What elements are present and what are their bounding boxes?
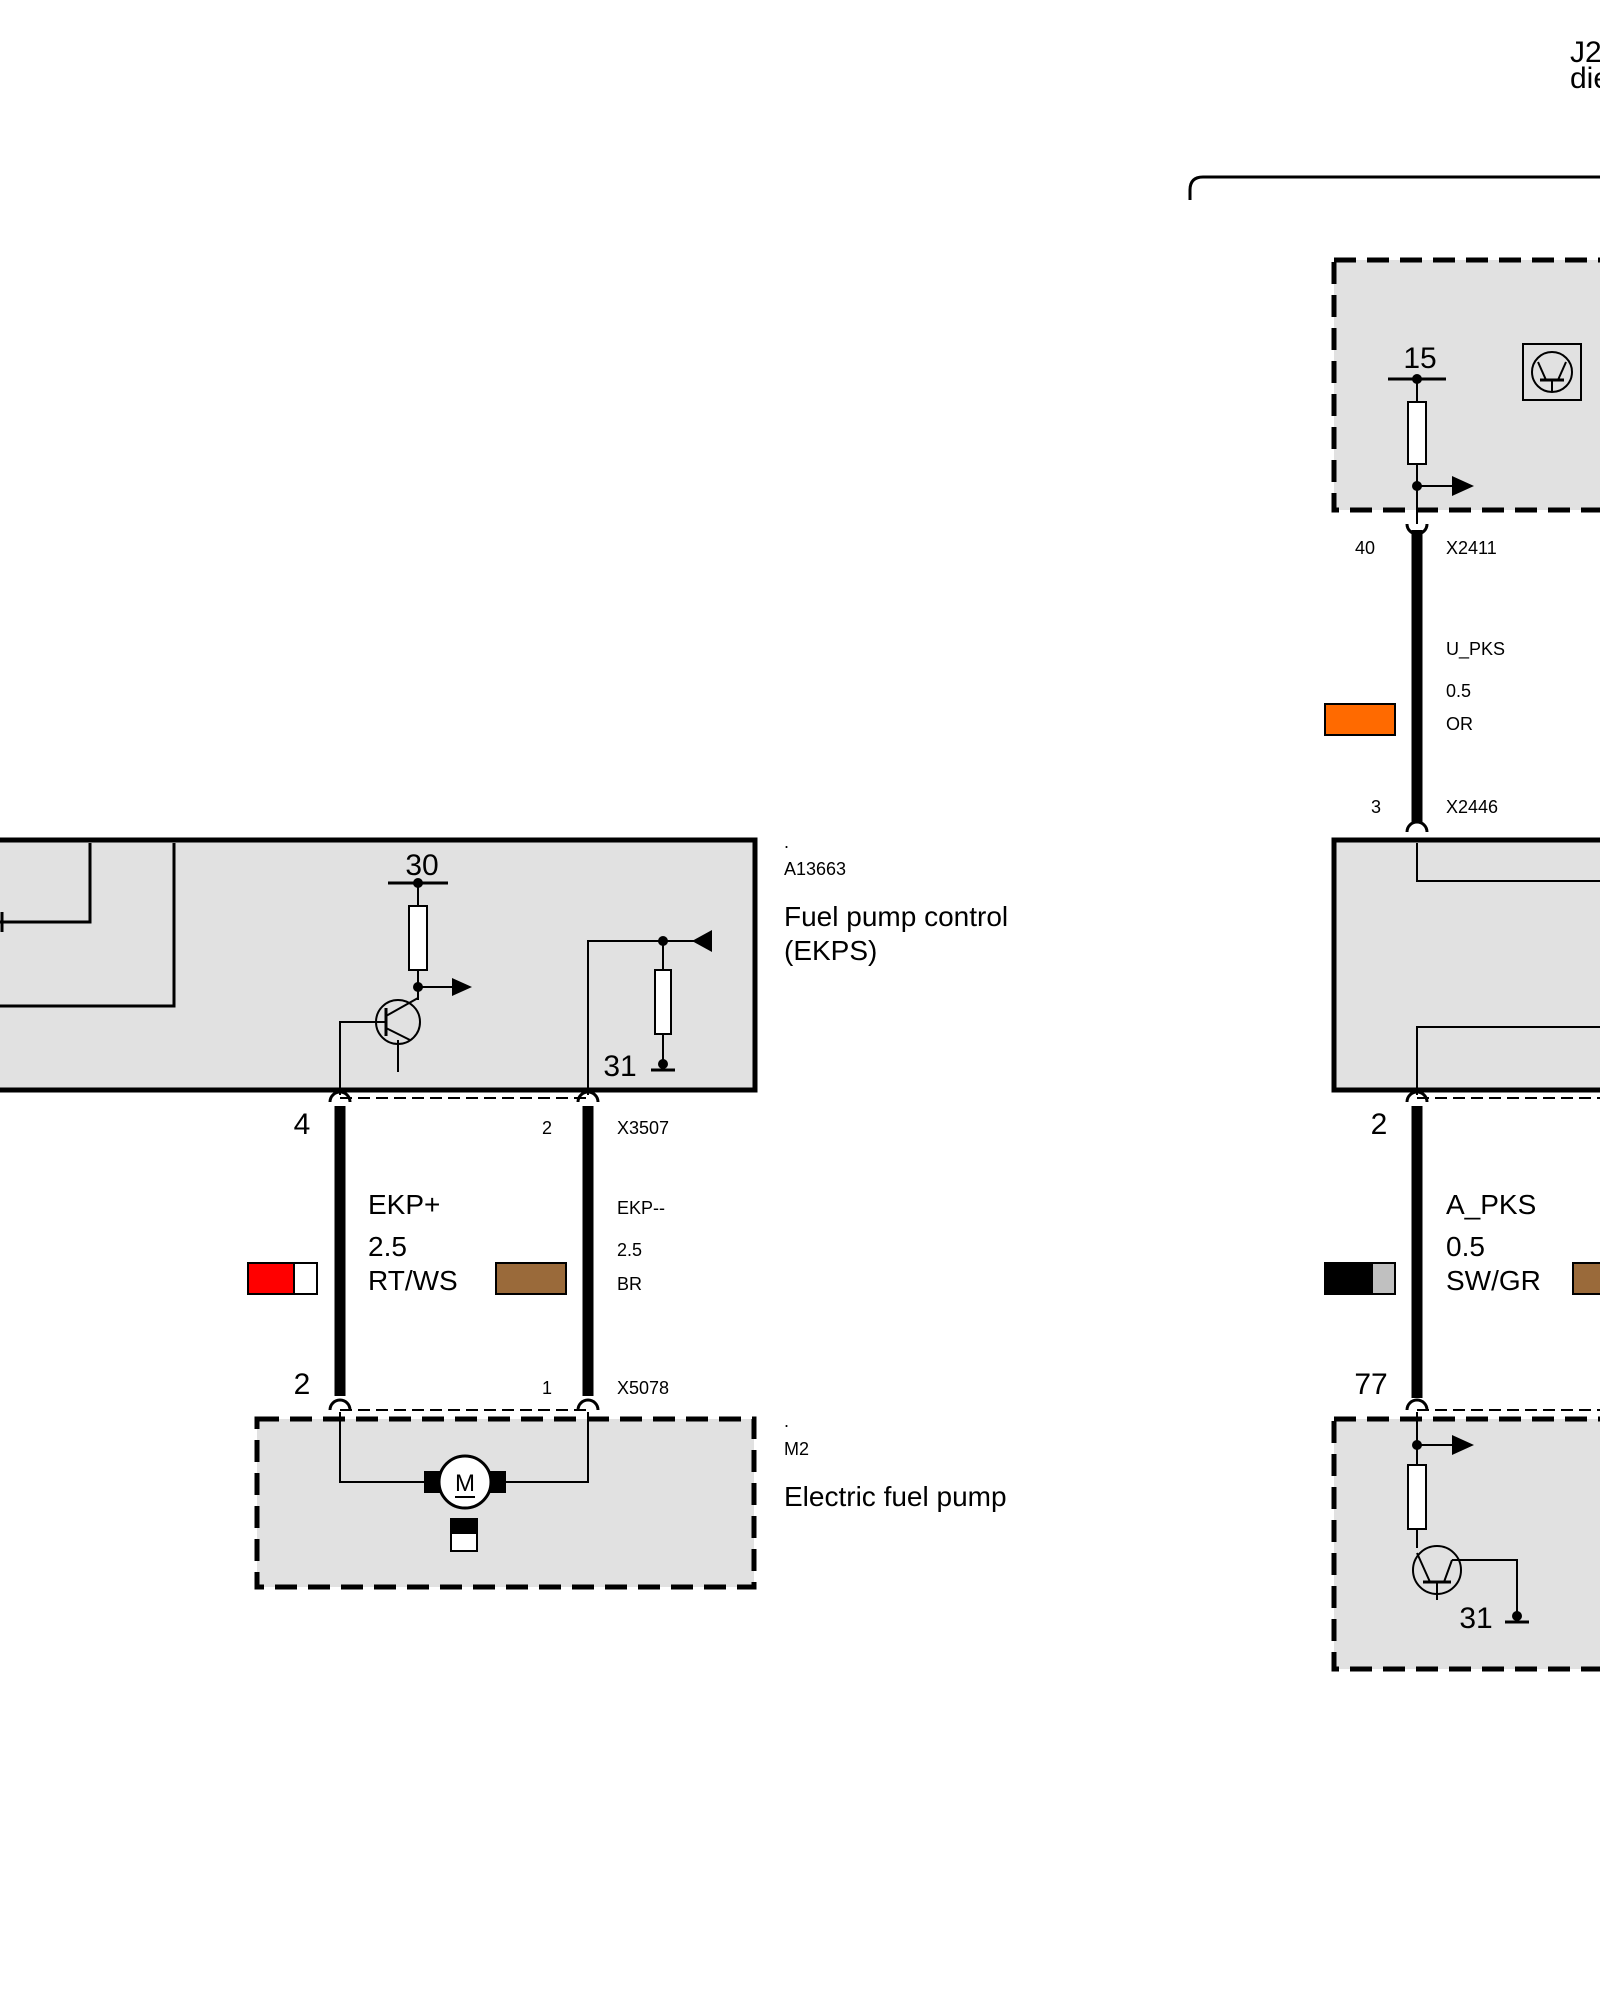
component-dot: . (784, 832, 789, 852)
pin-2-label: 2 (1371, 1108, 1388, 1141)
color-swatch-gr (1371, 1262, 1396, 1295)
ground-trace (1452, 1559, 1518, 1616)
component-code-a13663: A13663 (784, 859, 846, 879)
connector-id-x2446: X2446 (1446, 797, 1498, 817)
right-bottom-module-box (1331, 1416, 1600, 1672)
signal-arrow-in-icon (692, 930, 712, 952)
component-name-line1: Fuel pump control (784, 901, 1008, 932)
wire-color: BR (617, 1274, 642, 1294)
pin-3-label: 3 (1371, 797, 1381, 817)
component-code-m2: M2 (784, 1439, 809, 1459)
motor-terminal (424, 1471, 440, 1493)
fuel-pump-control-box (0, 837, 758, 1093)
component-name: Electric fuel pump (784, 1481, 1007, 1512)
right-middle-module-box (1331, 837, 1600, 1093)
color-swatch-rt (247, 1262, 295, 1295)
internal-trace-1 (0, 843, 92, 924)
wire-color: SW/GR (1446, 1265, 1541, 1296)
color-swatch-ws (293, 1262, 318, 1295)
transistor-leg (1416, 1552, 1431, 1583)
motor-terminal (490, 1471, 506, 1493)
wire-size: 2.5 (368, 1231, 407, 1262)
pin-arc (1405, 1090, 1429, 1103)
transistor-emitter (385, 1027, 411, 1041)
component-name-line2: (EKPS) (784, 935, 877, 966)
wire-color: OR (1446, 714, 1473, 734)
wire-size: 0.5 (1446, 681, 1471, 701)
terminal-15-label: 15 (1403, 342, 1436, 375)
transistor-leg (1443, 1559, 1453, 1583)
wire-size: 2.5 (617, 1240, 642, 1260)
motor-icon (437, 1454, 493, 1510)
pin-arc (576, 1090, 600, 1103)
bracket-line (1188, 175, 1600, 200)
pin-2-label: 2 (294, 1368, 311, 1401)
corner-label-line1: J2 (1570, 36, 1600, 69)
resistor-3 (1407, 401, 1427, 465)
color-swatch-partial (1572, 1262, 1600, 1295)
resistor-2 (654, 969, 672, 1035)
right-top-module-box (1331, 257, 1600, 513)
pin-arc (576, 1398, 600, 1411)
connector-id-x5078: X5078 (617, 1378, 669, 1398)
pin-arc (328, 1398, 352, 1411)
pin-77-label: 77 (1354, 1368, 1387, 1401)
pump-trace (504, 1412, 589, 1483)
signal-arrow-icon (1452, 476, 1474, 496)
transistor-leg (1557, 361, 1567, 381)
color-swatch-or (1324, 703, 1396, 736)
wire-signal-a-pks: A_PKS (1446, 1189, 1536, 1220)
pin-arc (1405, 1398, 1429, 1411)
terminal-31-label: 31 (1459, 1602, 1492, 1635)
node-dot (413, 878, 423, 888)
wire-signal-u-pks: U_PKS (1446, 639, 1505, 660)
internal-trace-2 (0, 843, 176, 1008)
ground-dot (658, 1059, 668, 1069)
signal-arrow-icon (1452, 1435, 1474, 1455)
wire-signal-ekp-plus: EKP+ (368, 1189, 440, 1220)
fuel-tank-fill (451, 1519, 477, 1534)
pin-40-label: 40 (1355, 538, 1375, 558)
resistor-4 (1407, 1464, 1427, 1530)
internal-trace (1416, 843, 1600, 882)
pin-arc (1405, 820, 1429, 833)
connector-id-x3507: X3507 (617, 1118, 669, 1138)
transistor-to-pin4 (339, 1021, 386, 1095)
pump-trace (339, 1412, 424, 1483)
wire-signal-ekp-minus: EKP-- (617, 1198, 665, 1218)
color-swatch-sw (1324, 1262, 1373, 1295)
pin-2-label: 2 (542, 1118, 552, 1138)
component-dot: . (784, 1411, 789, 1431)
corner-label-line2: die (1570, 62, 1600, 95)
wire-color: RT/WS (368, 1265, 458, 1296)
signal-arrow-icon (452, 978, 472, 996)
pin-4-label: 4 (294, 1108, 311, 1141)
terminal-30-label: 30 (405, 849, 438, 882)
wire-size: 0.5 (1446, 1231, 1485, 1262)
resistor-1 (408, 905, 428, 971)
transistor-box (1522, 343, 1582, 401)
terminal-31-label: 31 (603, 1050, 636, 1083)
ground-dot (1512, 1611, 1522, 1621)
pin-arc (328, 1090, 352, 1103)
pin-1-label: 1 (542, 1378, 552, 1398)
transistor-leg (1537, 361, 1547, 381)
motor-symbol: M (455, 1470, 475, 1497)
electric-fuel-pump-box (254, 1416, 757, 1590)
transistor-collector (385, 997, 419, 1017)
connector-id-x2411: X2411 (1446, 538, 1497, 558)
internal-trace (1416, 1026, 1600, 1095)
color-swatch-br (495, 1262, 567, 1295)
